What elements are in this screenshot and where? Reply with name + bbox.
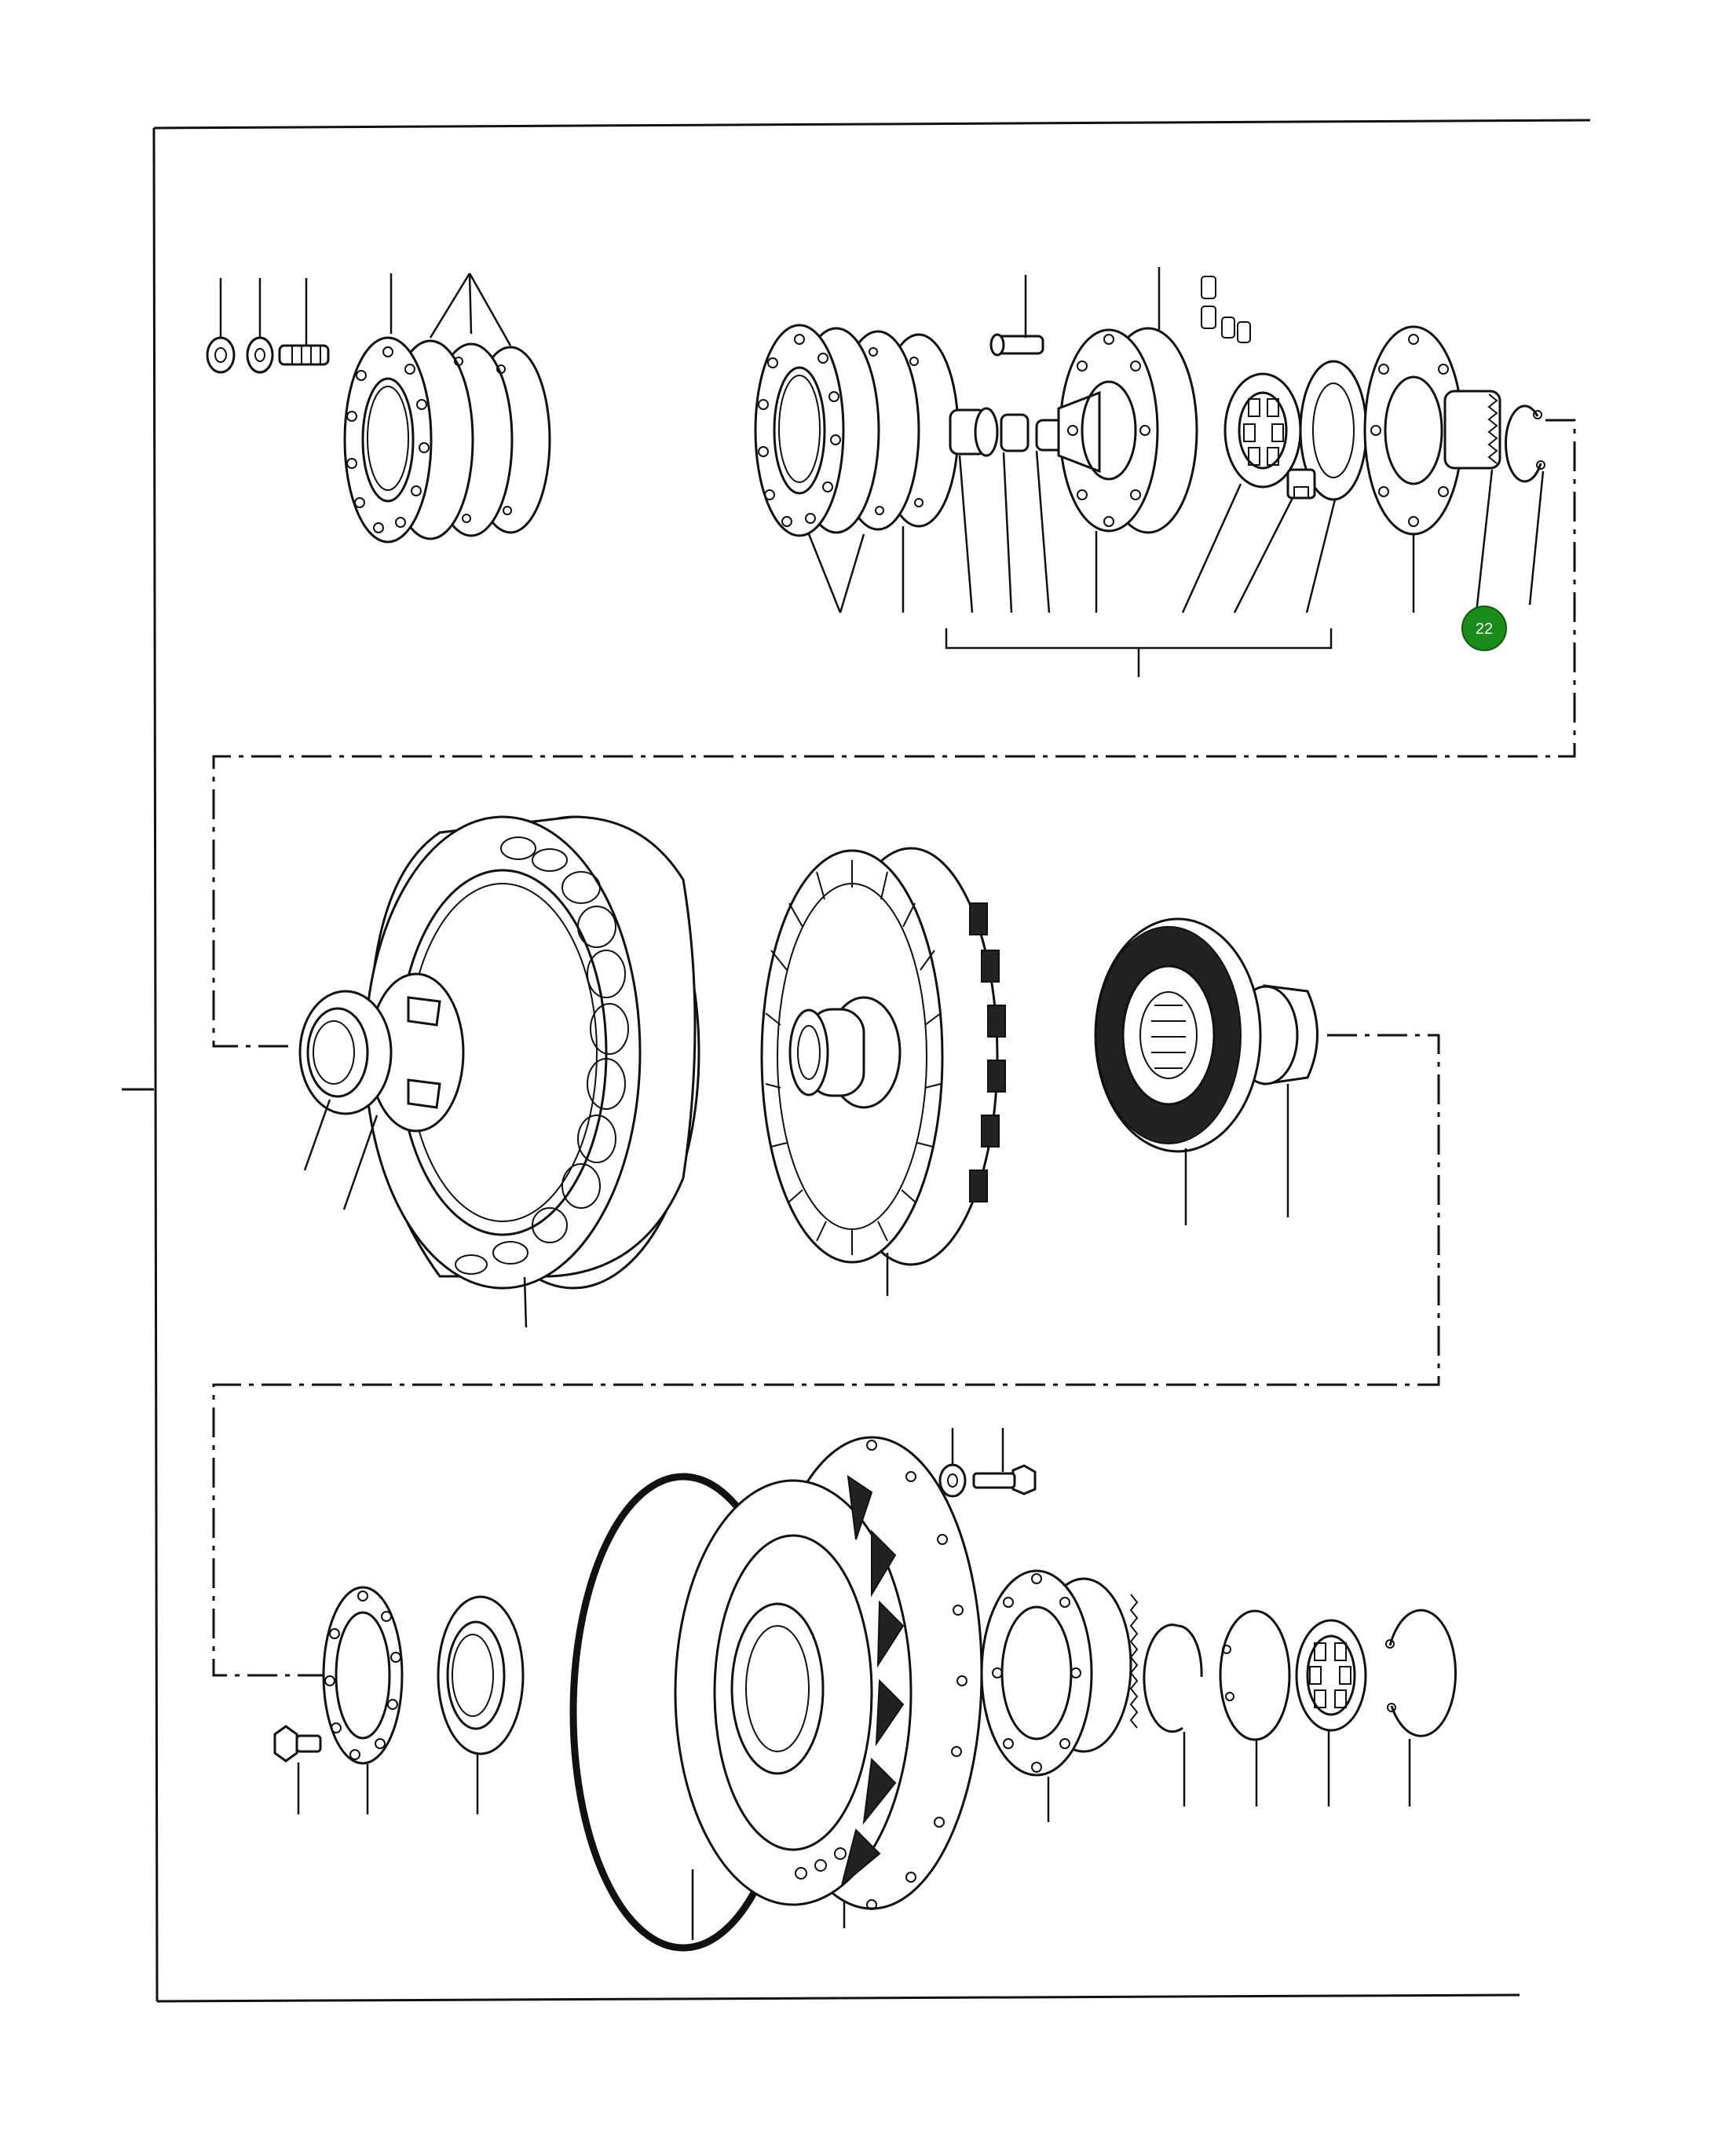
callout-badge-circle[interactable] [1461, 606, 1507, 651]
shim-disc-stack-right [754, 324, 960, 537]
output-flange-shaft [1363, 325, 1545, 536]
callout-badge-label: 22 [1476, 620, 1493, 638]
roller-bearing-bottom [1295, 1619, 1367, 1732]
bottom-left-cover-parts [273, 1586, 525, 1765]
snap-ring-1 [1143, 1623, 1203, 1733]
output-hub-bottom [980, 1569, 1139, 1777]
top-left-fasteners [206, 336, 330, 374]
diagram-frame [122, 119, 1591, 2003]
callout-badge-22[interactable]: 22 [1461, 606, 1507, 651]
leader-lines-bottom [297, 1428, 1411, 1940]
turbine-runner [760, 847, 1006, 1266]
shim-disc-stack-left [343, 336, 551, 544]
stator-freewheel [1094, 917, 1319, 1153]
bottom-fasteners [938, 1463, 1037, 1498]
leader-lines-top [219, 267, 1545, 677]
flanged-hub-top [1057, 327, 1198, 534]
impeller-housing [298, 815, 700, 1290]
leader-lines-middle [303, 1084, 1289, 1328]
assembly-connection-lines [212, 419, 1576, 1677]
roller-elements-loose [1201, 276, 1251, 343]
roller-bearing-top [1223, 360, 1368, 501]
primary-housing [674, 1436, 983, 1910]
snap-ring-2 [1219, 1609, 1291, 1741]
retaining-ring [1385, 1609, 1458, 1737]
